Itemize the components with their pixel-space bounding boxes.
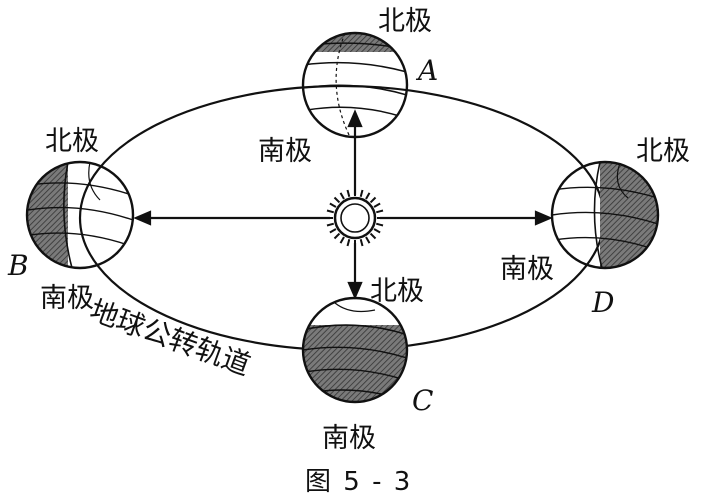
earth-position-b bbox=[20, 155, 133, 275]
north-pole-label-a: 北极 bbox=[378, 6, 432, 37]
earth-position-d bbox=[552, 155, 665, 275]
figure-caption: 图 5 - 3 bbox=[305, 467, 412, 497]
south-pole-label-b: 南极 bbox=[40, 283, 94, 314]
position-label-a: A bbox=[415, 54, 438, 87]
position-label-c: C bbox=[412, 384, 433, 417]
north-pole-label-d: 北极 bbox=[636, 136, 690, 167]
north-pole-label-b: 北极 bbox=[45, 126, 99, 157]
earth-position-c bbox=[300, 298, 410, 410]
south-pole-label-d: 南极 bbox=[500, 254, 554, 285]
south-pole-label-c: 南极 bbox=[322, 423, 376, 454]
sun-icon bbox=[326, 189, 384, 247]
south-pole-label-a: 南极 bbox=[258, 136, 312, 167]
position-label-d: D bbox=[591, 286, 614, 319]
north-pole-label-c: 北极 bbox=[370, 276, 424, 307]
position-label-b: B bbox=[7, 249, 29, 282]
